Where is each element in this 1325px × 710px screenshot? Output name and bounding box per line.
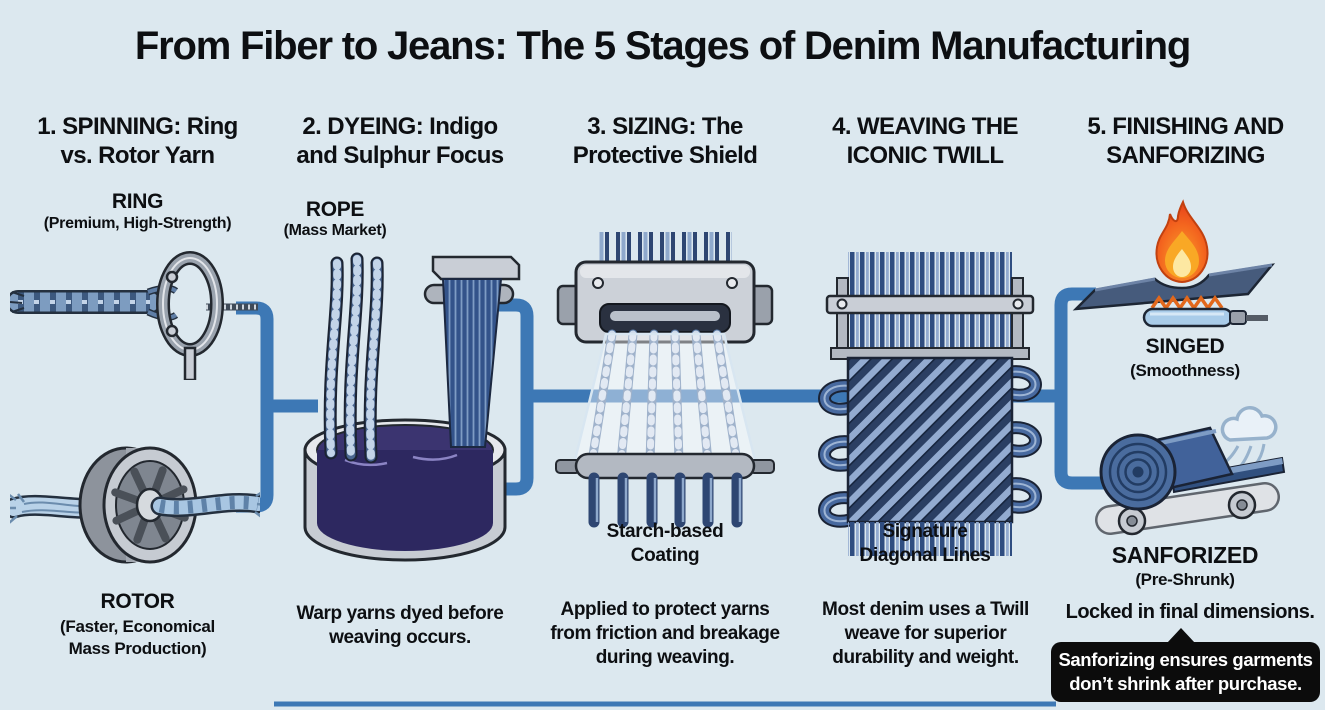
stage-2-heading: 2. DYEING: Indigo and Sulphur Focus (296, 113, 504, 169)
rope-label: ROPE (305, 198, 365, 221)
rotor-spinning-icon (10, 446, 260, 564)
tooltip-pointer-icon (1167, 628, 1195, 643)
ring-spinning-icon (10, 251, 258, 380)
stage-4-heading: 4. WEAVING THE ICONIC TWILL (832, 113, 1018, 169)
stage-3-caption: Applied to protect yarns from friction a… (550, 599, 780, 668)
sanforized-sublabel: (Pre-Shrunk) (1135, 570, 1235, 589)
stage-4-label: Signature Diagonal Lines (859, 521, 991, 566)
page-title: From Fiber to Jeans: The 5 Stages of Den… (134, 24, 1191, 68)
stage-4-caption: Most denim uses a Twill weave for superi… (822, 599, 1029, 668)
steam-icon (1220, 406, 1278, 442)
stage-3-heading: 3. SIZING: The Protective Shield (572, 113, 758, 169)
sanforized-label: SANFORIZED (1111, 542, 1259, 568)
stage-5-heading: 5. FINISHING AND SANFORIZING (1087, 113, 1284, 169)
sanforized-roll-icon (1095, 406, 1286, 536)
singed-sublabel: (Smoothness) (1130, 361, 1240, 380)
indigo-dye-vat-icon (303, 252, 521, 562)
tooltip-text: Sanforizing ensures garments don’t shrin… (1058, 649, 1313, 694)
singed-label: SINGED (1145, 335, 1225, 358)
rope-sublabel: (Mass Market) (283, 222, 387, 239)
stage-1-heading: 1. SPINNING: Ring vs. Rotor Yarn (37, 113, 238, 169)
sizing-machine-icon (555, 232, 775, 528)
rotor-sublabel: (Faster, Economical Mass Production) (60, 617, 215, 658)
singeing-flame-icon (1072, 199, 1276, 328)
stage-5-caption: Locked in final dimensions. (1065, 601, 1315, 623)
ring-sublabel: (Premium, High-Strength) (43, 215, 232, 232)
rotor-label: ROTOR (100, 590, 175, 613)
twill-loom-icon (818, 252, 1042, 556)
ring-label: RING (111, 190, 164, 213)
stage-3-label: Starch-based Coating (606, 521, 724, 566)
stage-2-caption: Warp yarns dyed before weaving occurs. (296, 603, 504, 648)
sanforizing-tooltip: Sanforizing ensures garments don’t shrin… (1051, 642, 1320, 702)
